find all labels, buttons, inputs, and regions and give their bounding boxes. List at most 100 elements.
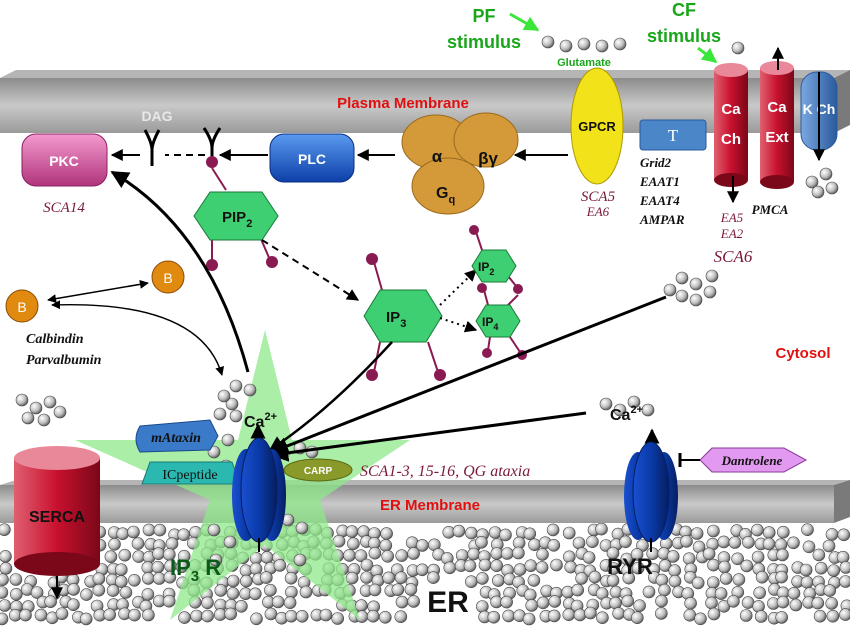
calcium-ion bbox=[165, 537, 179, 551]
svg-text:Dantrolene: Dantrolene bbox=[721, 453, 783, 468]
calcium-ion bbox=[382, 571, 396, 585]
calcium-ion bbox=[775, 611, 789, 624]
calcium-ion bbox=[599, 397, 613, 411]
calcium-ion bbox=[588, 570, 602, 584]
carp-node: CARP bbox=[283, 458, 353, 482]
calcium-ion bbox=[691, 576, 705, 590]
calcium-ion bbox=[499, 528, 512, 542]
calcium-ion bbox=[754, 610, 768, 623]
calcium-ion bbox=[502, 609, 515, 623]
calcium-ion bbox=[407, 547, 420, 560]
calcium-ion bbox=[613, 403, 627, 417]
ip3r-label: IP3 R bbox=[170, 555, 221, 585]
calcium-ion bbox=[487, 610, 501, 624]
calcium-ion bbox=[658, 583, 671, 597]
calcium-ion bbox=[407, 595, 421, 608]
calcium-ion bbox=[728, 536, 742, 549]
cytosol-label: Cytosol bbox=[775, 345, 830, 362]
svg-text:ICpeptide: ICpeptide bbox=[162, 468, 217, 483]
svg-text:Ext: Ext bbox=[765, 129, 788, 146]
svg-text:PIP2: PIP2 bbox=[222, 209, 252, 230]
calcium-ion bbox=[345, 525, 359, 538]
calcium-ion bbox=[0, 550, 12, 563]
calcium-ion bbox=[627, 395, 641, 409]
calcium-ion bbox=[776, 525, 790, 539]
calcium-ion bbox=[106, 584, 120, 597]
calcium-ion bbox=[0, 612, 9, 626]
svg-text:Ca: Ca bbox=[767, 99, 787, 116]
calcium-ion bbox=[694, 612, 707, 626]
calcium-ion bbox=[595, 39, 609, 53]
calcium-ion bbox=[394, 610, 408, 624]
calcium-ion bbox=[522, 612, 536, 626]
plasma-membrane-label: Plasma Membrane bbox=[337, 95, 469, 112]
calcium-ion bbox=[621, 594, 635, 608]
calcium-ion bbox=[395, 549, 409, 562]
glutamate-label: Glutamate bbox=[557, 57, 611, 69]
calcium-ion bbox=[53, 405, 67, 419]
calcium-ion bbox=[249, 562, 263, 576]
calcium-ion bbox=[128, 608, 141, 622]
calcium-ion bbox=[491, 574, 505, 587]
svg-text:SERCA: SERCA bbox=[29, 509, 85, 526]
pip2-node: PIP2 bbox=[193, 167, 279, 271]
calcium-ion bbox=[463, 559, 477, 573]
dantrolene-node: Dantrolene bbox=[678, 447, 808, 473]
calcium-ion bbox=[201, 596, 214, 610]
calcium-ion bbox=[613, 37, 627, 51]
calcium-ion bbox=[523, 527, 537, 541]
calcium-ion bbox=[235, 599, 248, 613]
calcium-ion bbox=[115, 563, 128, 577]
calcium-ion bbox=[475, 600, 489, 613]
calcium-ion bbox=[226, 587, 240, 600]
calcium-ion bbox=[475, 535, 488, 549]
calcium-ion bbox=[118, 548, 132, 562]
calcium-ion bbox=[727, 594, 740, 608]
pmca-label: PMCA bbox=[752, 202, 789, 217]
calcium-ion bbox=[141, 588, 155, 601]
calcium-ion bbox=[513, 563, 527, 576]
calcium-ion bbox=[546, 523, 560, 537]
calcium-ion bbox=[500, 595, 513, 609]
svg-text:Ca: Ca bbox=[721, 101, 741, 118]
calcium-ion bbox=[719, 572, 733, 585]
calcium-ion bbox=[213, 407, 227, 421]
pip2-lipid bbox=[202, 127, 222, 160]
calcium-ion bbox=[152, 572, 166, 585]
calcium-ion bbox=[630, 611, 644, 625]
calcium-ion bbox=[249, 587, 262, 601]
calcium-ion bbox=[67, 583, 80, 596]
calcium-ion bbox=[683, 608, 697, 622]
calcium-ion bbox=[108, 537, 121, 551]
calcium-ion bbox=[789, 598, 803, 612]
calcium-ion bbox=[702, 547, 716, 561]
svg-text:AMPAR: AMPAR bbox=[639, 212, 685, 227]
calcium-ion bbox=[391, 583, 405, 597]
calcium-ion bbox=[80, 588, 93, 601]
calcium-ion bbox=[689, 293, 703, 307]
svg-text:B: B bbox=[17, 299, 26, 315]
calcium-ion bbox=[682, 552, 696, 566]
t-transporter: T bbox=[639, 119, 707, 151]
calcium-ion bbox=[355, 599, 368, 612]
calcium-ion bbox=[731, 552, 744, 566]
calcium-ion bbox=[823, 584, 837, 597]
calcium-ion bbox=[227, 574, 240, 588]
calcium-ion bbox=[630, 548, 644, 561]
mataxin-node: mAtaxin bbox=[135, 419, 219, 453]
sca14-label: SCA14 bbox=[43, 200, 85, 216]
calcium-ion bbox=[240, 574, 253, 588]
cf-stimulus: CF stimulus bbox=[647, 0, 721, 64]
calcium-ion bbox=[826, 609, 840, 623]
calcium-ion bbox=[9, 587, 23, 601]
calcium-ion bbox=[612, 607, 625, 620]
ca-channel: Ca Ch bbox=[714, 63, 748, 204]
ea5-label: EA5 bbox=[720, 210, 744, 225]
calcium-ion bbox=[825, 597, 839, 610]
ea6-label: EA6 bbox=[586, 204, 610, 219]
calcium-ion bbox=[223, 535, 237, 549]
calcium-ion bbox=[717, 535, 731, 549]
calcium-ion bbox=[103, 608, 116, 622]
calcium-ion bbox=[79, 612, 93, 626]
calcium-ion bbox=[742, 535, 755, 549]
